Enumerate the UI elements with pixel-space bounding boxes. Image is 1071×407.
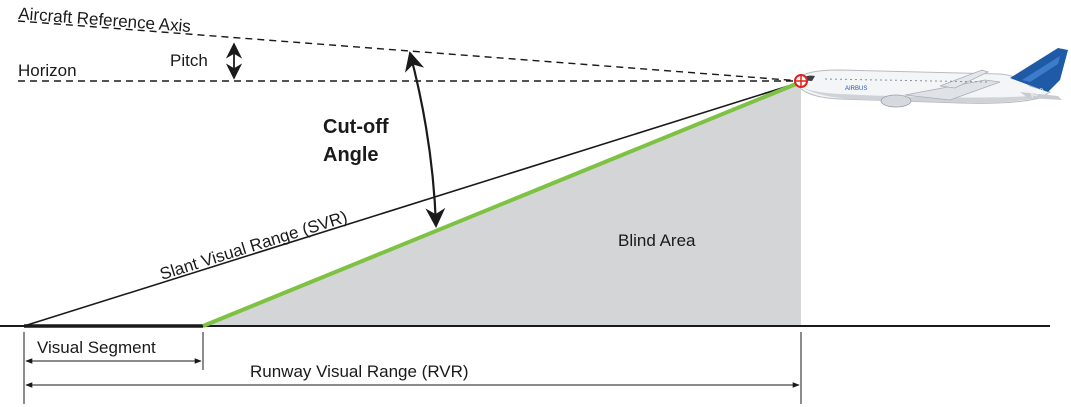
aircraft: AIRBUS A350 (795, 48, 1068, 108)
cutoff-line (202, 80, 802, 328)
blind-area-label: Blind Area (618, 231, 696, 250)
aircraft-livery-text: AIRBUS (845, 86, 867, 92)
visual-segment-label: Visual Segment (37, 338, 156, 357)
pilot-eye-marker-icon (794, 74, 808, 88)
aircraft-reference-axis-line (17, 20, 802, 82)
pitch-label: Pitch (170, 51, 208, 70)
cutoff-angle-label-line2: Angle (323, 144, 379, 166)
horizon-label: Horizon (18, 61, 77, 80)
aircraft-reference-axis-label: Aircraft Reference Axis (18, 4, 192, 36)
slant-visual-range-label: Slant Visual Range (SVR) (158, 207, 350, 284)
runway-visual-range-label: Runway Visual Range (RVR) (250, 362, 469, 381)
cutoff-angle-arc-arrow (404, 51, 446, 228)
cutoff-angle-label-line1: Cut-off (323, 116, 389, 138)
